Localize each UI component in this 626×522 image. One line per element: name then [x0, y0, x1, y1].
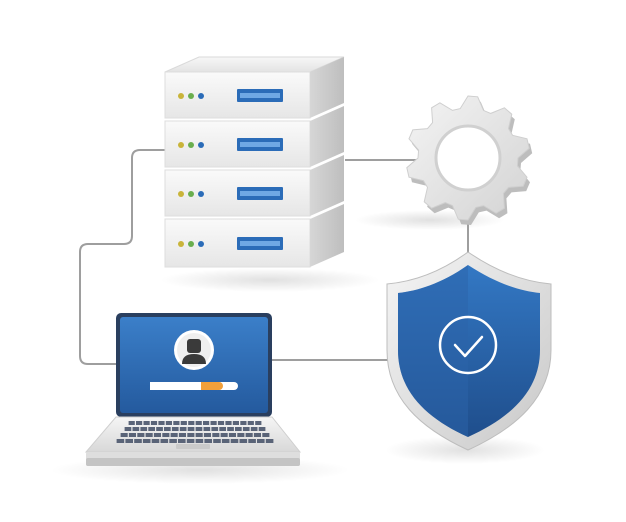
keyboard-key [221, 439, 230, 443]
keyboard-key [245, 433, 253, 437]
keyboard-key [186, 439, 195, 443]
keyboard-key [230, 439, 239, 443]
keyboard-key [195, 427, 203, 431]
check-circle [438, 315, 498, 375]
keyboard-key [173, 421, 180, 425]
trackpad [176, 444, 210, 449]
keyboard-key [195, 421, 202, 425]
keyboard-key [171, 427, 179, 431]
keyboard-key [179, 427, 187, 431]
keyboard-key [124, 427, 132, 431]
keyboard-key [160, 439, 169, 443]
keyboard-key [145, 433, 153, 437]
keyboard-key [237, 433, 245, 437]
keyboard-key [165, 421, 172, 425]
keyboard-key [257, 439, 265, 443]
keyboard-key [178, 439, 186, 443]
keyboard-key [150, 421, 158, 425]
keyboard-key [217, 421, 225, 425]
keyboard-key [169, 439, 177, 443]
login-progress-bar [150, 382, 238, 390]
keyboard-key [188, 421, 195, 425]
keyboard-key [178, 433, 186, 437]
keyboard-key [195, 433, 203, 437]
keyboard-key [125, 439, 133, 443]
keyboard-key [204, 439, 212, 443]
keyboard-key [240, 421, 247, 425]
keyboard-key [132, 427, 140, 431]
keyboard-key [253, 433, 261, 437]
keyboard-key [148, 427, 155, 431]
keyboard-key [156, 427, 163, 431]
keyboard-key [187, 433, 195, 437]
keyboard-key [142, 439, 151, 443]
keyboard-key [203, 433, 211, 437]
keyboard-key [232, 421, 239, 425]
keyboard-key [212, 433, 220, 437]
keyboard-key [265, 439, 274, 443]
keyboard-key [213, 439, 221, 443]
gear-icon [406, 95, 533, 225]
keyboard-key [134, 439, 142, 443]
keyboard-key [239, 439, 248, 443]
keyboard-key [128, 433, 136, 437]
keyboard-key [203, 427, 211, 431]
keyboard-key [128, 421, 135, 425]
keyboard-key [158, 421, 165, 425]
keyboard-key [248, 439, 256, 443]
laptop-login-icon [84, 313, 302, 466]
keyboard-key [250, 427, 258, 431]
keyboard-key [170, 433, 178, 437]
keyboard-key [153, 433, 161, 437]
keyboard-key [120, 433, 128, 437]
keyboard-key [258, 427, 266, 431]
keyboard-key [242, 427, 250, 431]
server-unit-1 [164, 57, 344, 119]
keyboard-key [220, 433, 228, 437]
keyboard-key [137, 433, 145, 437]
user-icon [174, 330, 214, 370]
shield-check-icon [386, 251, 552, 451]
keyboard-key [187, 427, 195, 431]
server-unit-2 [164, 106, 344, 168]
keyboard-key [116, 439, 125, 443]
server-unit-4 [164, 204, 344, 268]
keyboard-key [255, 421, 262, 425]
keyboard-key [140, 427, 148, 431]
keyboard-key [227, 427, 234, 431]
keyboard-key [210, 421, 217, 425]
check-icon [453, 335, 484, 358]
keyboard-key [235, 427, 242, 431]
network-connector-lines [79, 149, 469, 365]
keyboard-key [228, 433, 236, 437]
keyboard-key [164, 427, 171, 431]
keyboard-key [219, 427, 226, 431]
keyboard-key [180, 421, 187, 425]
server-unit-3 [164, 155, 344, 217]
keyboard-key [225, 421, 232, 425]
keyboard-key [151, 439, 160, 443]
server-rack-icon [164, 56, 345, 268]
keyboard-key [143, 421, 150, 425]
keyboard-key [195, 439, 204, 443]
keyboard-key [203, 421, 210, 425]
keyboard-key [262, 433, 270, 437]
keyboard-key [247, 421, 254, 425]
keyboard-key [162, 433, 170, 437]
keyboard-key [211, 427, 219, 431]
keyboard-key [136, 421, 143, 425]
keyboard [116, 421, 274, 443]
